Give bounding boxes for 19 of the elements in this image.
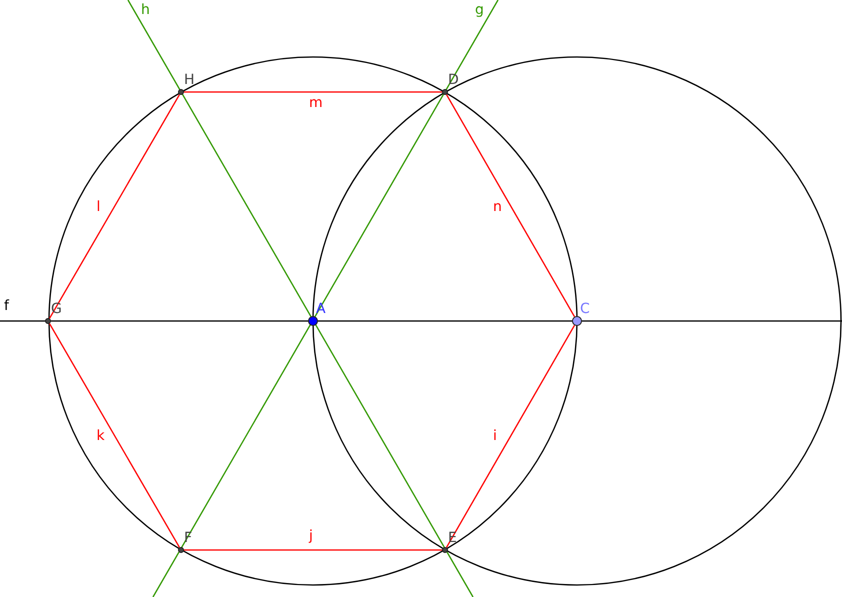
hexagon-side	[48, 94, 180, 319]
line-label: f	[4, 298, 9, 314]
segment-label: j	[309, 528, 313, 544]
hexagon-side	[48, 323, 180, 548]
point-marker	[45, 318, 51, 324]
line-label: h	[141, 2, 150, 18]
point-marker	[442, 547, 448, 553]
point-label: H	[184, 72, 195, 88]
hexagon-side	[184, 91, 442, 93]
point-marker	[572, 316, 582, 326]
point-marker	[442, 89, 448, 95]
point-marker	[178, 89, 184, 95]
point-label: C	[580, 301, 590, 317]
point-marker	[178, 547, 184, 553]
hexagon-side	[446, 94, 576, 317]
line-label: g	[475, 2, 484, 18]
point-marker	[308, 316, 318, 326]
hexagon-side	[184, 549, 442, 551]
hexagon-side	[446, 325, 576, 548]
